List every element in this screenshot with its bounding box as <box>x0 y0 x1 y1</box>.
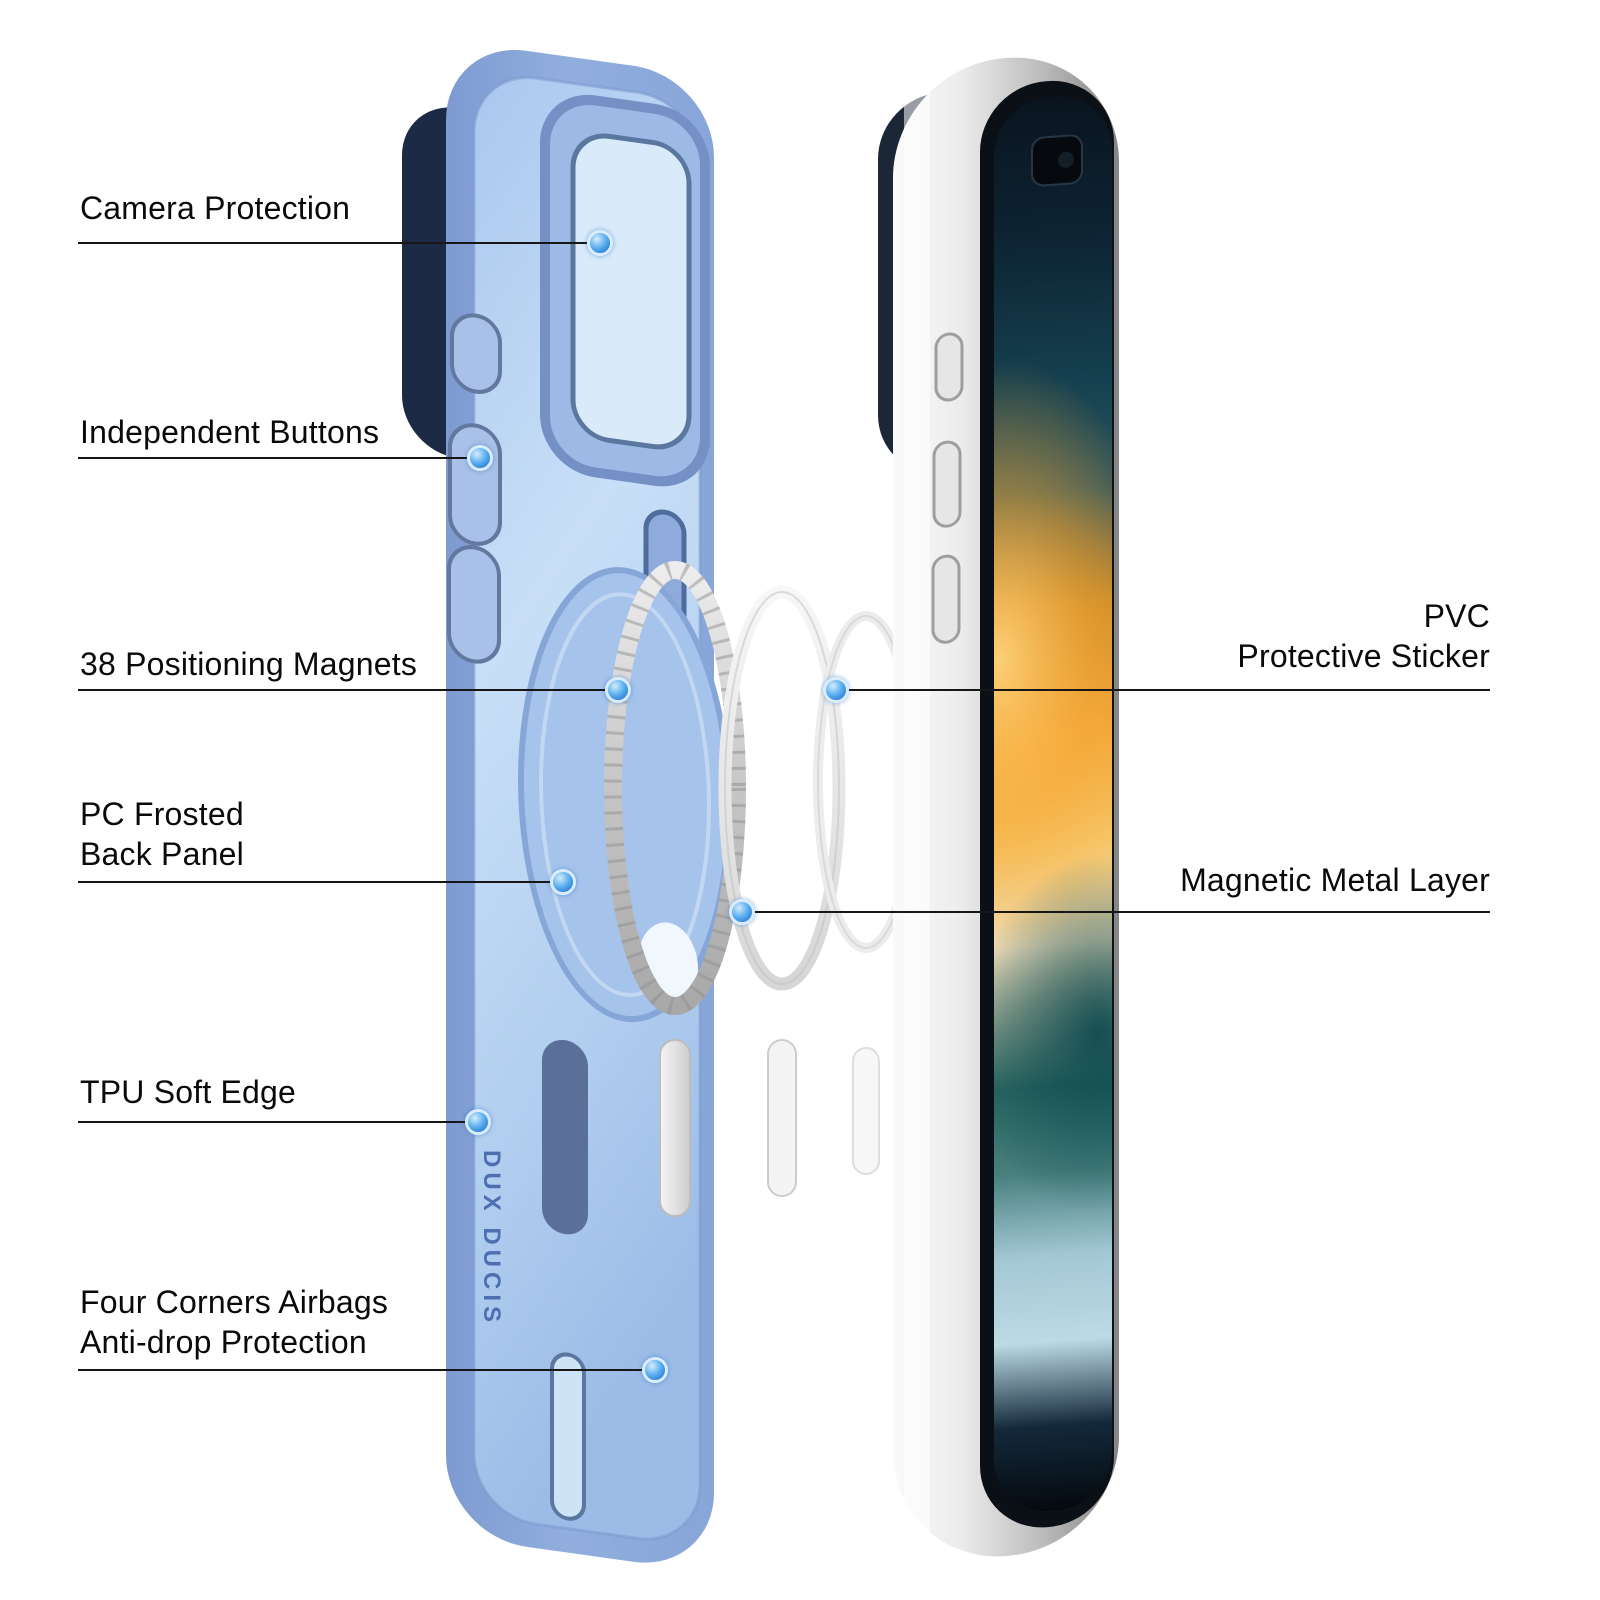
magnet-alignment-bar-1 <box>659 1039 691 1217</box>
wallpaper-orange-glow <box>994 360 1112 961</box>
callout-line-positioning-magnets <box>78 689 620 691</box>
magnet-alignment-bar-2 <box>767 1039 797 1197</box>
callout-label-independent-buttons: Independent Buttons <box>80 414 380 450</box>
callout-line-magnetic-metal-layer <box>742 911 1490 913</box>
case-illustration <box>402 49 732 1563</box>
phone-volume-up-button <box>932 440 962 528</box>
case-brand-text: DUX DUCIS <box>478 1150 505 1327</box>
case-side-buttons <box>447 313 502 664</box>
magnet-alignment-bar-3 <box>852 1047 880 1175</box>
callout-label-pvc-protective-sticker: PVC Protective Sticker <box>1237 598 1490 674</box>
callout-dot-magnetic-metal-layer <box>729 899 755 925</box>
case-magsafe-inner-ring <box>539 592 711 997</box>
phone-volume-down-button <box>931 554 961 644</box>
wallpaper-teal-glow <box>994 853 1112 1214</box>
callout-label-positioning-magnets: 38 Positioning Magnets <box>80 646 418 682</box>
callout-label-tpu-soft-edge: TPU Soft Edge <box>80 1074 297 1110</box>
phone-side-buttons <box>931 332 964 644</box>
callout-label-camera-protection: Camera Protection <box>80 190 351 226</box>
positioning-magnet-segments <box>604 561 746 1015</box>
callout-label-magnetic-metal-layer: Magnetic Metal Layer <box>1180 862 1490 898</box>
case-magnet-slot <box>542 1039 588 1235</box>
metal-layer-ring-edge <box>724 591 840 985</box>
callout-line-camera-protection <box>78 242 600 244</box>
callout-line-pc-frosted-back-panel <box>78 881 565 883</box>
callout-line-independent-buttons <box>78 457 482 459</box>
phone-action-button <box>934 332 964 402</box>
callout-line-four-corners-airbags <box>78 1369 657 1371</box>
dynamic-island <box>1031 134 1083 187</box>
callout-label-pc-frosted-back-panel: PC Frosted Back Panel <box>80 796 244 872</box>
callout-dot-four-corners-airbags <box>642 1357 668 1383</box>
case-action-button <box>450 313 502 394</box>
callout-label-four-corners-airbags: Four Corners Airbags Anti-drop Protectio… <box>80 1284 389 1360</box>
magsafe-rings <box>604 561 919 1217</box>
callout-dot-camera-protection <box>587 230 613 256</box>
callout-dot-pvc-protective-sticker <box>823 677 849 703</box>
case-volume-up-button <box>448 423 502 546</box>
phone-frame-highlight <box>904 76 930 1551</box>
phone-screen-art <box>994 360 1112 1214</box>
callout-dot-pc-frosted-back-panel <box>550 869 576 895</box>
callout-line-tpu-soft-edge <box>78 1121 480 1123</box>
case-volume-down-button <box>447 545 501 664</box>
front-camera-dot <box>1058 151 1074 168</box>
callout-dot-tpu-soft-edge <box>465 1109 491 1135</box>
callout-dot-independent-buttons <box>467 445 493 471</box>
phone-illustration <box>878 57 1119 1557</box>
case-bottom-slot <box>550 1352 586 1521</box>
callout-dot-positioning-magnets <box>605 677 631 703</box>
camera-cutout-opening <box>570 133 692 450</box>
callout-line-pvc-protective-sticker <box>836 689 1490 691</box>
